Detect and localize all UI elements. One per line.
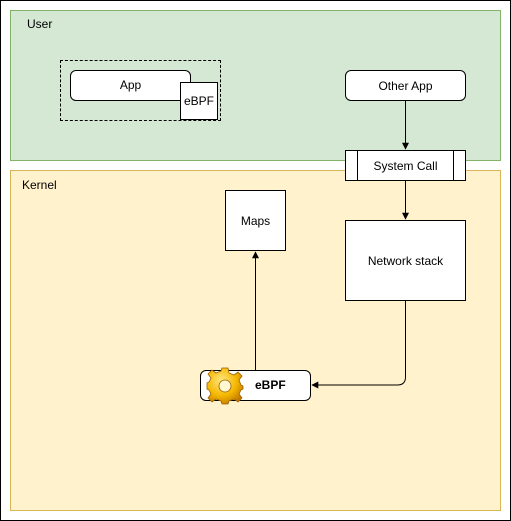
- app-ebpf-label: eBPF: [183, 94, 214, 108]
- system-call-right-bar: [453, 151, 454, 180]
- maps-label: Maps: [240, 213, 271, 228]
- app-node-label: App: [119, 77, 142, 92]
- system-call-node: System Call: [345, 150, 466, 181]
- system-call-label: System Call: [373, 158, 438, 173]
- app-node: App: [70, 70, 191, 101]
- gear-icon: [206, 367, 244, 405]
- kernel-zone-label: Kernel: [22, 178, 57, 192]
- kernel-ebpf-label: eBPF: [255, 378, 286, 392]
- system-call-left-bar: [357, 151, 358, 180]
- network-stack-label: Network stack: [367, 253, 444, 268]
- app-ebpf-node: eBPF: [180, 82, 218, 120]
- other-app-node: Other App: [345, 70, 466, 101]
- maps-node: Maps: [225, 190, 286, 251]
- user-zone-label: User: [27, 17, 53, 31]
- network-stack-node: Network stack: [345, 220, 466, 301]
- app-group-boundary: [60, 60, 221, 121]
- other-app-label: Other App: [378, 78, 433, 93]
